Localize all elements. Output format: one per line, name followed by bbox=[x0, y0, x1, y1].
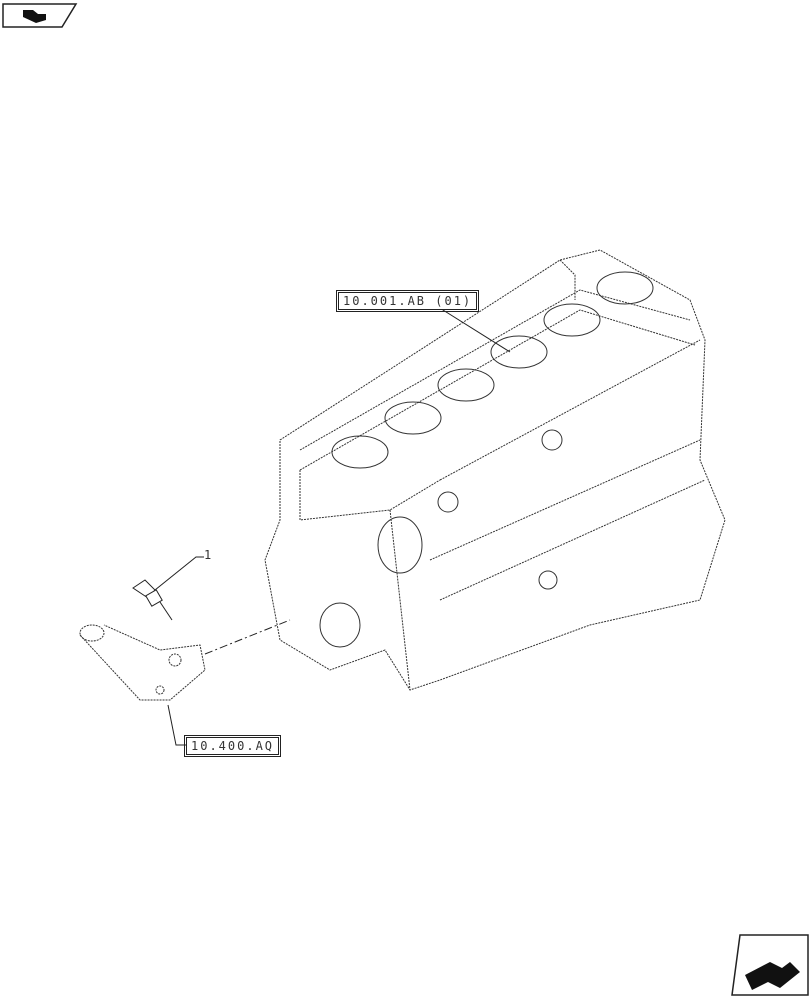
leader-line bbox=[434, 304, 511, 353]
block-reference-callout[interactable]: 10.001.AB (01) bbox=[335, 290, 480, 312]
center-line bbox=[204, 619, 291, 655]
water-outlet-pipe bbox=[79, 624, 206, 701]
cylinder-bores bbox=[319, 271, 654, 648]
book-open-left-icon[interactable] bbox=[2, 3, 78, 28]
pipe-reference-callout[interactable]: 10.400.AQ bbox=[183, 735, 282, 757]
engine-block bbox=[264, 249, 726, 691]
leader-line bbox=[154, 556, 204, 591]
temperature-sensor bbox=[132, 579, 173, 621]
item-number-1: 1 bbox=[204, 548, 212, 562]
book-open-arrow-right-icon[interactable] bbox=[731, 934, 809, 996]
leader-line bbox=[167, 704, 186, 746]
